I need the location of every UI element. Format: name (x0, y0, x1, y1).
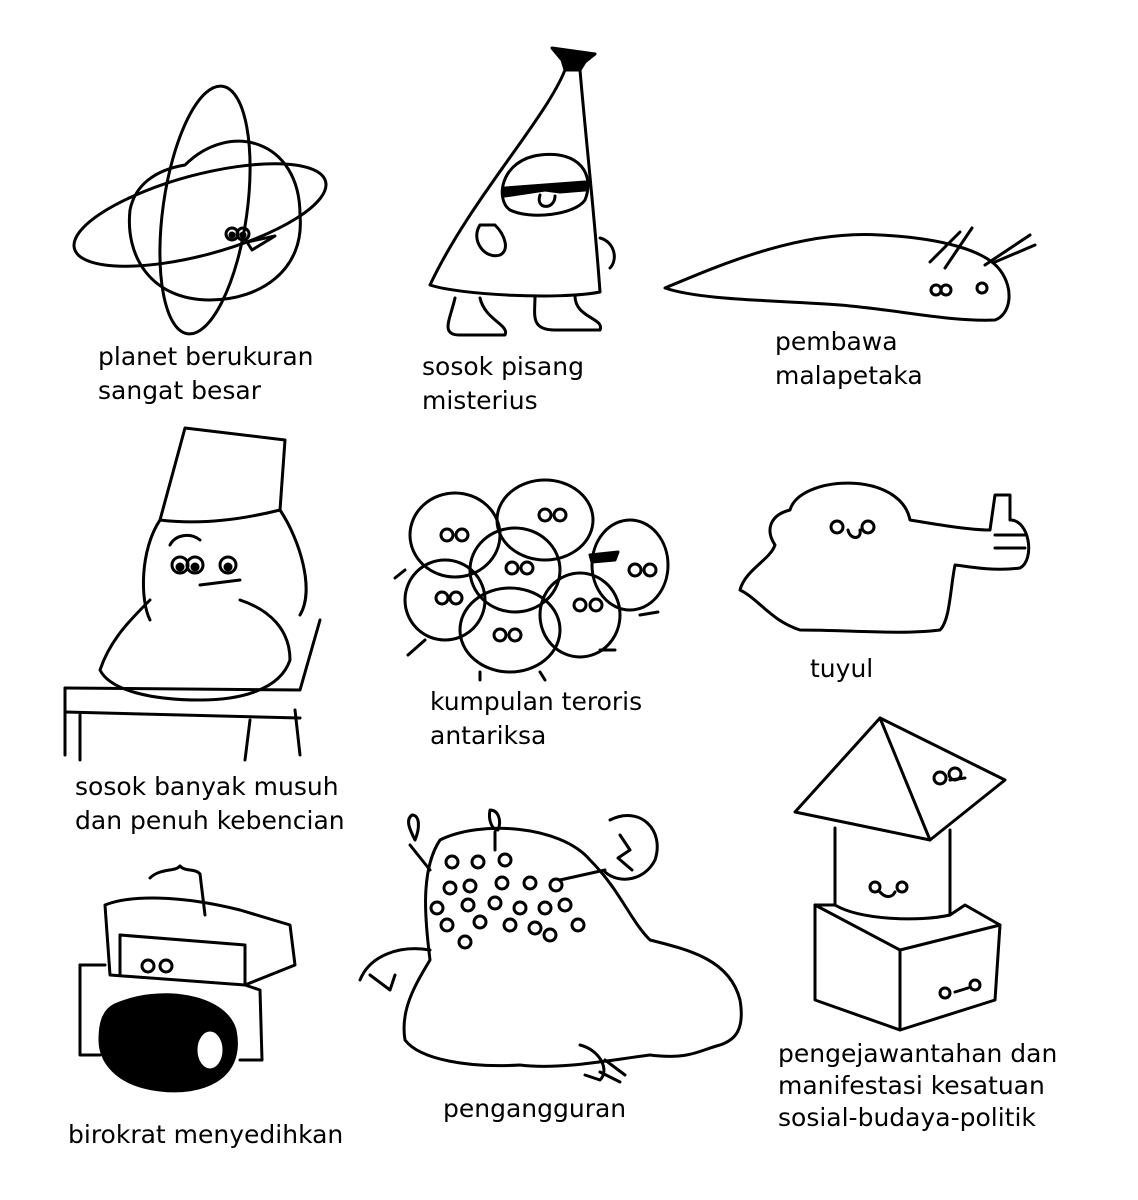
caption-line: sosial-budaya-politik (778, 1103, 1036, 1132)
caption-manifestation: pengejawantahan dan manifestasi kesatuan… (778, 1038, 1057, 1134)
tuyul-drawing (738, 481, 1031, 634)
caption-planet: planet berukuran sangat besar (98, 340, 313, 408)
caption-line: sosok pisang (422, 352, 584, 381)
caption-line: pembawa (775, 327, 898, 356)
bureaucrat-drawing (78, 864, 297, 1093)
caption-line: pengangguran (443, 1094, 627, 1123)
caption-line: sangat besar (98, 376, 262, 405)
unemployment-creature-drawing (358, 808, 743, 1084)
caption-tuyul: tuyul (810, 652, 873, 686)
caption-line: planet berukuran (98, 342, 314, 371)
caption-line: antariksa (430, 721, 547, 750)
caption-line: malapetaka (775, 361, 923, 390)
caption-slug: pembawa malapetaka (775, 325, 923, 393)
caption-line: dan penuh kebencian (75, 806, 345, 835)
caption-hateful-figure: sosok banyak musuh dan penuh kebencian (75, 770, 345, 838)
caption-line: misterius (422, 386, 538, 415)
caption-bureaucrat: birokrat menyedihkan (68, 1118, 343, 1152)
slug-drawing (663, 226, 1037, 322)
banana-figure-drawing (428, 46, 616, 337)
caption-line: pengejawantahan dan (778, 1039, 1058, 1068)
caption-unemployment: pengangguran (443, 1092, 626, 1126)
caption-line: manifestasi kesatuan (778, 1071, 1045, 1100)
manifestation-drawing (793, 716, 1007, 1032)
terrorist-group-drawing (393, 478, 670, 682)
caption-line: tuyul (810, 654, 874, 683)
hateful-figure-drawing (63, 426, 322, 762)
planet-drawing (72, 84, 328, 336)
caption-line: kumpulan teroris (430, 687, 643, 716)
caption-line: birokrat menyedihkan (68, 1120, 344, 1149)
caption-line: sosok banyak musuh (75, 772, 339, 801)
caption-banana-figure: sosok pisang misterius (422, 350, 584, 418)
caption-terrorist-group: kumpulan teroris antariksa (430, 685, 642, 753)
